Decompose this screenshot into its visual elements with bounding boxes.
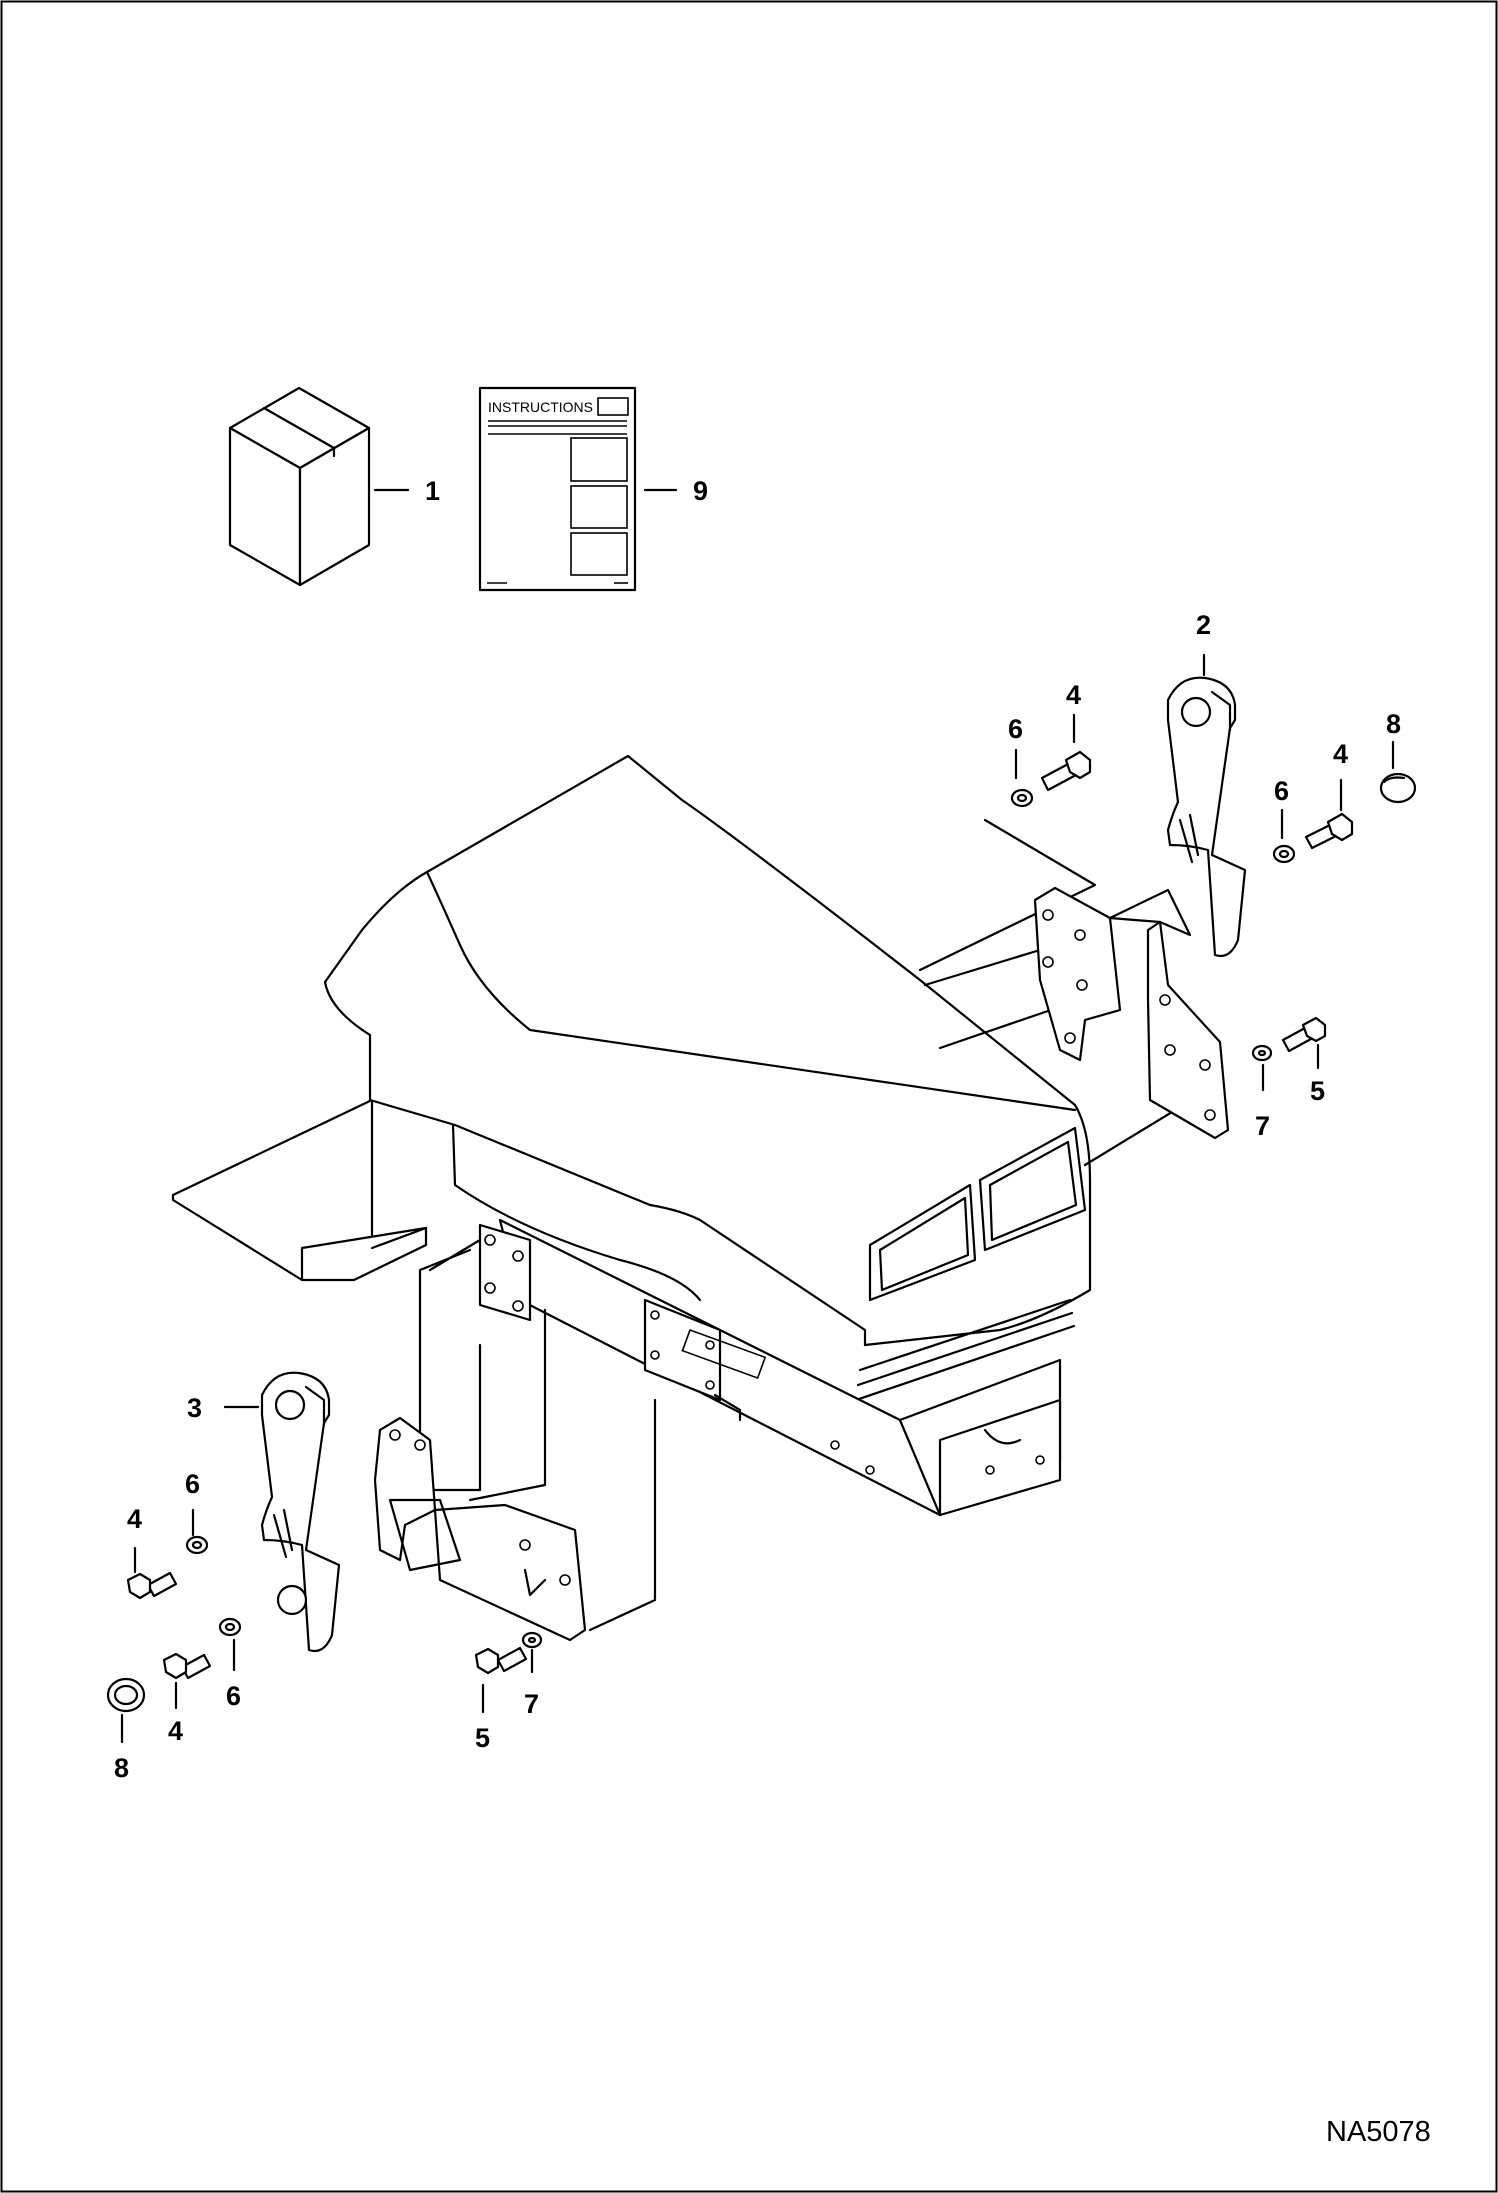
- callout-5: 5: [475, 1723, 490, 1753]
- callout-7: 7: [1255, 1111, 1270, 1141]
- loader-body-illustration: [171, 754, 1092, 1517]
- callout-8: 8: [114, 1753, 129, 1783]
- instructions-manual-illustration: INSTRUCTIONS: [478, 386, 637, 592]
- plug-illustrations: [106, 772, 1417, 1713]
- callout-6: 6: [185, 1469, 200, 1499]
- right-lift-arm-illustration: [1033, 676, 1247, 1140]
- callout-7: 7: [524, 1689, 539, 1719]
- lock-washer-illustrations: [521, 1044, 1273, 1649]
- instructions-heading: INSTRUCTIONS: [488, 399, 593, 415]
- callout-4: 4: [168, 1716, 183, 1746]
- document-id: NA5078: [1326, 2116, 1431, 2148]
- callout-8: 8: [1386, 709, 1401, 739]
- callout-6: 6: [1008, 714, 1023, 744]
- callout-9: 9: [693, 476, 708, 506]
- callout-3: 3: [187, 1393, 202, 1423]
- callout-1: 1: [425, 476, 440, 506]
- callout-4: 4: [127, 1504, 142, 1534]
- callout-5: 5: [1310, 1076, 1325, 1106]
- callout-leaders: [120, 653, 1395, 1744]
- washer-illustrations: [185, 788, 1296, 1637]
- left-lift-arm-illustration: [260, 1371, 587, 1653]
- callout-6: 6: [226, 1681, 241, 1711]
- bolt-illustrations: [126, 750, 1354, 1680]
- callout-6: 6: [1274, 776, 1289, 806]
- kit-box-illustration: [228, 386, 371, 587]
- callout-4: 4: [1066, 680, 1081, 710]
- callout-4: 4: [1333, 739, 1348, 769]
- callout-2: 2: [1196, 610, 1211, 640]
